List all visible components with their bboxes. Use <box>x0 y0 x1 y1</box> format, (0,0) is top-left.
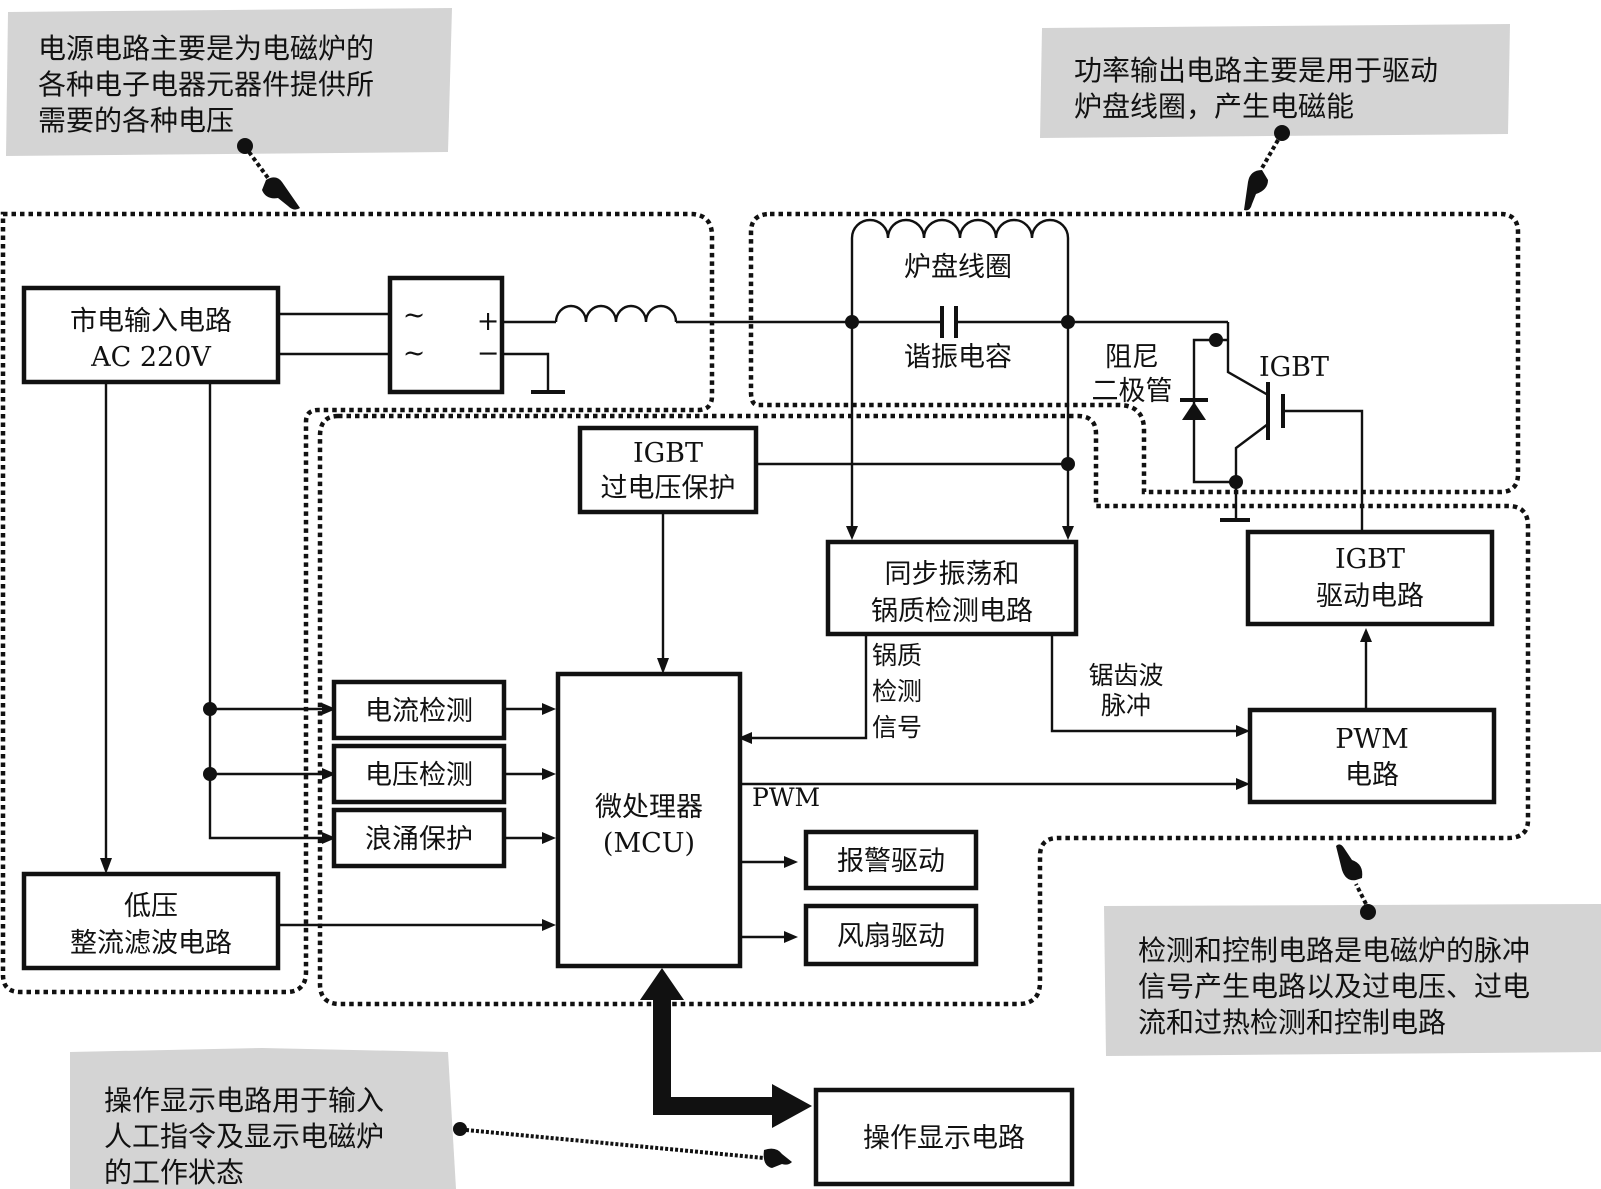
pointer-dot <box>453 1122 467 1136</box>
sawtooth-pulse-label: 锯齿波 <box>1088 661 1163 690</box>
region-power-supply <box>0 211 715 995</box>
block-voltage-detect: 电压检测 <box>331 743 507 805</box>
ac-terminal-label: ~ <box>403 338 426 369</box>
callout-operation-display: 操作显示电路用于输入 人工指令及显示电磁炉 的工作状态 <box>70 1048 792 1189</box>
pointer-leader <box>465 1128 765 1160</box>
callout-text-line: 电源电路主要是为电磁炉的 <box>38 32 374 65</box>
callout-text-line: 需要的各种电压 <box>38 104 234 137</box>
block-pwm-circuit: PWM 电路 <box>1247 707 1497 805</box>
block-label: 同步振荡和 <box>885 559 1020 590</box>
capacitor-label: 谐振电容 <box>904 342 1012 373</box>
callout-text-line: 功率输出电路主要是用于驱动 <box>1074 54 1438 87</box>
callout-text-line: 的工作状态 <box>104 1156 244 1189</box>
block-label: (MCU) <box>603 828 695 859</box>
sawtooth-pulse-label: 脉冲 <box>1101 691 1151 720</box>
positive-terminal-label: + <box>477 306 500 337</box>
block-label: 整流滤波电路 <box>70 928 232 959</box>
callout-power-supply: 电源电路主要是为电磁炉的 各种电子电器元器件提供所 需要的各种电压 <box>6 8 452 210</box>
block-sync-oscillation: 同步振荡和 锅质检测电路 <box>825 539 1079 637</box>
block-label: 风扇驱动 <box>837 921 945 952</box>
coil-label: 炉盘线圈 <box>904 252 1012 283</box>
block-label: 电路 <box>1345 760 1399 791</box>
pointer-leader <box>1260 139 1280 169</box>
callout-text-line: 各种电子电器元器件提供所 <box>38 68 374 101</box>
damper-diode-label: 二极管 <box>1092 376 1173 407</box>
block-label: PWM <box>1335 724 1409 755</box>
block-label: 浪涌保护 <box>365 824 473 855</box>
block-igbt-driver: IGBT 驱动电路 <box>1245 529 1495 627</box>
callout-text-line: 炉盘线圈，产生电磁能 <box>1074 90 1354 123</box>
pointer-leader <box>1354 883 1368 905</box>
pointing-hand-icon <box>1336 844 1363 881</box>
block-alarm-driver: 报警驱动 <box>803 829 979 891</box>
pointer-leader <box>247 150 270 180</box>
block-rectifier-bridge: ~ ~ + − <box>387 275 505 395</box>
filter-inductor-icon <box>554 304 678 323</box>
wires <box>104 218 1368 1128</box>
pointing-hand-icon <box>763 1148 792 1168</box>
negative-terminal-label: − <box>477 338 500 369</box>
pointer-dot <box>237 138 253 154</box>
pointer-dot <box>1360 904 1376 920</box>
callout-text-line: 检测和控制电路是电磁炉的脉冲 <box>1138 934 1530 967</box>
block-operation-display: 操作显示电路 <box>813 1087 1075 1187</box>
region-power-output <box>748 211 1521 495</box>
block-label: 锅质检测电路 <box>871 596 1033 627</box>
pot-detect-signal-label: 锅质 <box>872 641 922 670</box>
pointing-hand-icon <box>262 177 300 210</box>
block-label: 过电压保护 <box>601 473 736 504</box>
block-label: 电压检测 <box>365 760 473 791</box>
block-label: 市电输入电路 <box>70 306 232 337</box>
callout-text-line: 操作显示电路用于输入 <box>104 1084 384 1117</box>
callout-text-line: 信号产生电路以及过电压、过电 <box>1138 970 1530 1003</box>
block-label: 低压 <box>124 891 178 922</box>
block-surge-protect: 浪涌保护 <box>331 807 507 869</box>
pot-detect-signal-label: 信号 <box>872 713 922 742</box>
block-label: IGBT <box>1335 544 1405 575</box>
callout-text-line: 流和过热检测和控制电路 <box>1138 1006 1446 1039</box>
pot-detect-signal-label: 检测 <box>872 677 922 706</box>
junction-dots <box>203 315 1243 781</box>
arrowheads <box>100 526 1372 943</box>
block-label: 电流检测 <box>365 696 473 727</box>
block-current-detect: 电流检测 <box>331 679 507 741</box>
block-mcu: 微处理器 (MCU) <box>555 671 743 969</box>
damper-diode-icon <box>1182 402 1206 420</box>
ac-terminal-label: ~ <box>403 300 426 331</box>
block-mains-input: 市电输入电路 AC 220V <box>21 285 281 385</box>
damper-diode-label: 阻尼 <box>1105 342 1159 373</box>
pwm-signal-label: PWM <box>752 783 820 812</box>
block-fan-driver: 风扇驱动 <box>803 903 979 967</box>
block-label: 微处理器 <box>595 792 703 823</box>
block-label: 操作显示电路 <box>863 1123 1025 1154</box>
callout-power-output: 功率输出电路主要是用于驱动 炉盘线圈，产生电磁能 <box>1040 24 1510 211</box>
block-label: AC 220V <box>90 342 211 373</box>
pointer-dot <box>1274 125 1290 141</box>
callout-detect-control: 检测和控制电路是电磁炉的脉冲 信号产生电路以及过电压、过电 流和过热检测和控制电… <box>1104 844 1601 1056</box>
block-label: IGBT <box>633 438 703 469</box>
igbt-label: IGBT <box>1259 352 1329 383</box>
callout-text-line: 人工指令及显示电磁炉 <box>104 1120 384 1153</box>
block-label: 报警驱动 <box>837 846 945 877</box>
region-detect-control <box>317 413 1531 1007</box>
pointing-hand-icon <box>1244 170 1268 211</box>
block-igbt-overvoltage: IGBT 过电压保护 <box>577 425 759 515</box>
block-low-voltage-rectifier: 低压 整流滤波电路 <box>21 871 281 971</box>
coil-icon <box>850 218 1070 239</box>
block-label: 驱动电路 <box>1316 581 1424 612</box>
